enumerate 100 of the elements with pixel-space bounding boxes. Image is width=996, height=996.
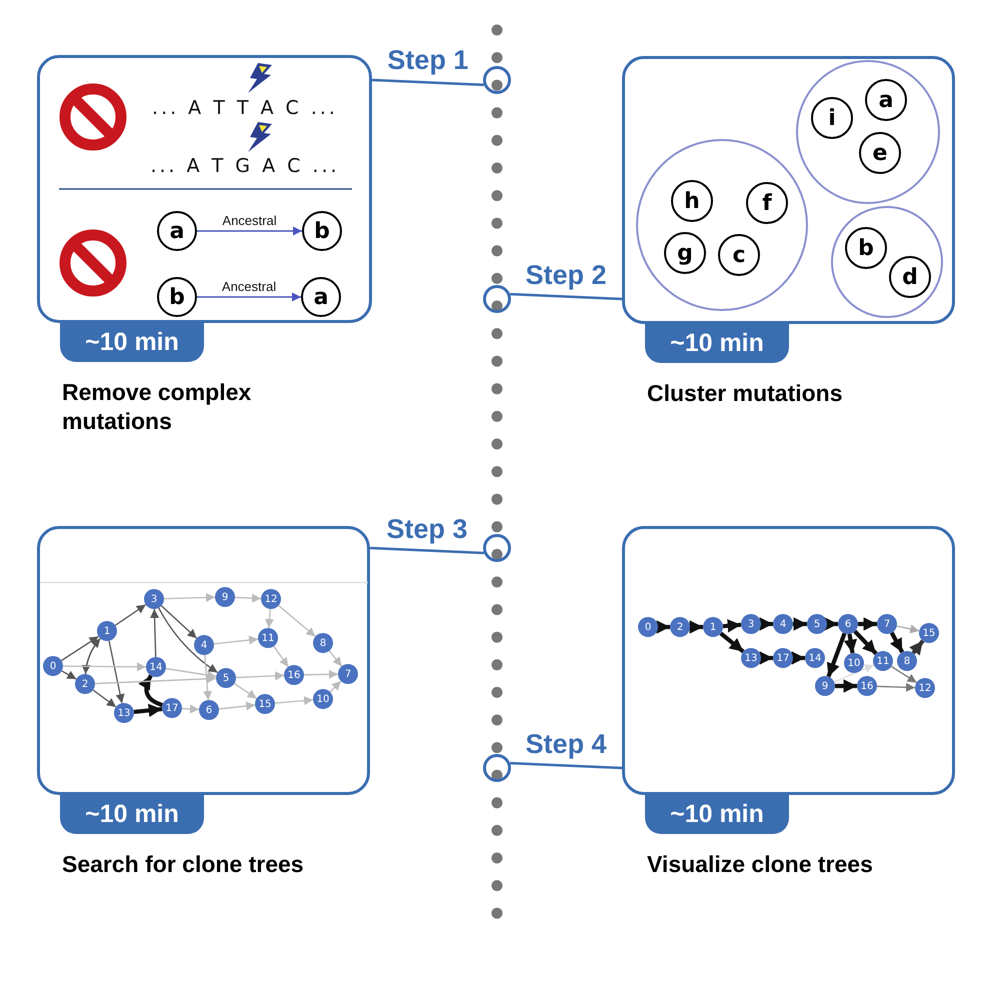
mutation-node: a: [865, 79, 907, 121]
arrow: [876, 682, 916, 692]
tree-node: 2: [670, 617, 690, 637]
tree-node: 7: [877, 614, 897, 634]
arrow: [274, 696, 314, 706]
duration-tab: ~10 min: [645, 794, 789, 834]
arrow: [304, 670, 338, 679]
tree-node: 5: [807, 614, 827, 634]
tree-node: 17: [773, 648, 793, 668]
tree-node: 8: [313, 633, 333, 653]
tree-node: 6: [199, 700, 219, 720]
arrow: [909, 640, 924, 656]
tree-node: 7: [338, 664, 358, 684]
arrow: [214, 636, 258, 645]
tree-node: 1: [97, 621, 117, 641]
tree-node: 9: [815, 676, 835, 696]
arrow: [891, 666, 917, 684]
arrow: [61, 670, 77, 680]
arrow: [264, 608, 274, 628]
tree-node: 15: [255, 694, 275, 714]
arrow: [792, 651, 805, 665]
arrow: [656, 620, 670, 634]
duration-tab: ~10 min: [60, 322, 204, 362]
tree-node: 10: [313, 689, 333, 709]
arrow: [166, 668, 216, 680]
tree-node: 9: [215, 587, 235, 607]
step-caption: Search for clone trees: [62, 850, 305, 879]
arrow: [82, 638, 101, 674]
tree-node: 8: [897, 651, 917, 671]
arrow: [896, 624, 920, 634]
step-caption: Cluster mutations: [647, 379, 844, 408]
arrow: [158, 608, 218, 674]
arrow: [760, 617, 773, 631]
tree-node: 12: [915, 678, 935, 698]
sequence-text: ... A T T A C ...: [152, 97, 338, 119]
edge-label: Ancestral: [220, 214, 279, 228]
timeline-marker: [483, 66, 511, 94]
mutation-node: b: [845, 227, 887, 269]
arrow: [182, 704, 200, 714]
tree-node: 0: [43, 656, 63, 676]
step-caption: Remove complex mutations: [62, 378, 252, 436]
connector-line: [372, 78, 484, 86]
arrow: [853, 630, 878, 656]
mutation-node: h: [671, 180, 713, 222]
arrow: [164, 593, 216, 602]
arrow: [844, 634, 858, 654]
arrow: [134, 704, 162, 718]
cluster-circle: [831, 206, 943, 318]
arrow: [328, 650, 342, 667]
cluster-circle: [636, 139, 808, 311]
arrow: [834, 664, 874, 683]
arrow: [690, 620, 703, 634]
arrow: [218, 702, 256, 710]
arrow: [760, 651, 773, 665]
arrow: [114, 604, 146, 626]
tree-node: 14: [805, 648, 825, 668]
tree-node: 10: [844, 653, 864, 673]
tree-node: 14: [146, 657, 166, 677]
mutation-node: a: [157, 211, 197, 251]
duration-tab: ~10 min: [645, 323, 789, 363]
arrow: [826, 632, 846, 678]
tree-node: 13: [114, 703, 134, 723]
timeline-marker: [483, 285, 511, 313]
arrow: [61, 636, 99, 662]
tree-node: 15: [919, 623, 939, 643]
arrow: [278, 604, 316, 638]
arrow: [203, 654, 212, 700]
arrow: [722, 619, 742, 633]
arrow: [160, 605, 198, 639]
timeline-marker: [483, 534, 511, 562]
tree-node: 16: [284, 665, 304, 685]
arrow: [138, 674, 164, 708]
mutation-node: d: [889, 256, 931, 298]
arrow: [273, 646, 289, 668]
tree-node: 12: [261, 589, 281, 609]
arrow: [197, 292, 301, 302]
step-caption: Visualize clone trees: [647, 850, 874, 879]
arrow: [719, 632, 745, 654]
tree-node: 11: [258, 628, 278, 648]
mutation-node: f: [746, 182, 788, 224]
mutation-node: g: [664, 232, 706, 274]
mutation-node: e: [859, 132, 901, 174]
arrow: [108, 640, 125, 704]
tree-node: 4: [194, 635, 214, 655]
arrow: [234, 683, 258, 699]
tree-node: 6: [838, 614, 858, 634]
cluster-circle: [796, 60, 940, 204]
tree-node: 4: [773, 614, 793, 634]
arrow: [793, 617, 807, 631]
arrow: [330, 680, 342, 692]
tree-node: 11: [873, 651, 893, 671]
arrow: [63, 662, 146, 672]
arrow: [824, 617, 838, 631]
mutation-node: i: [811, 97, 853, 139]
connector-line: [510, 762, 622, 770]
duration-tab: ~10 min: [60, 794, 204, 834]
tree-node: 16: [857, 676, 877, 696]
timeline-marker: [483, 754, 511, 782]
tree-node: 0: [638, 617, 658, 637]
mutation-node: b: [302, 211, 342, 251]
